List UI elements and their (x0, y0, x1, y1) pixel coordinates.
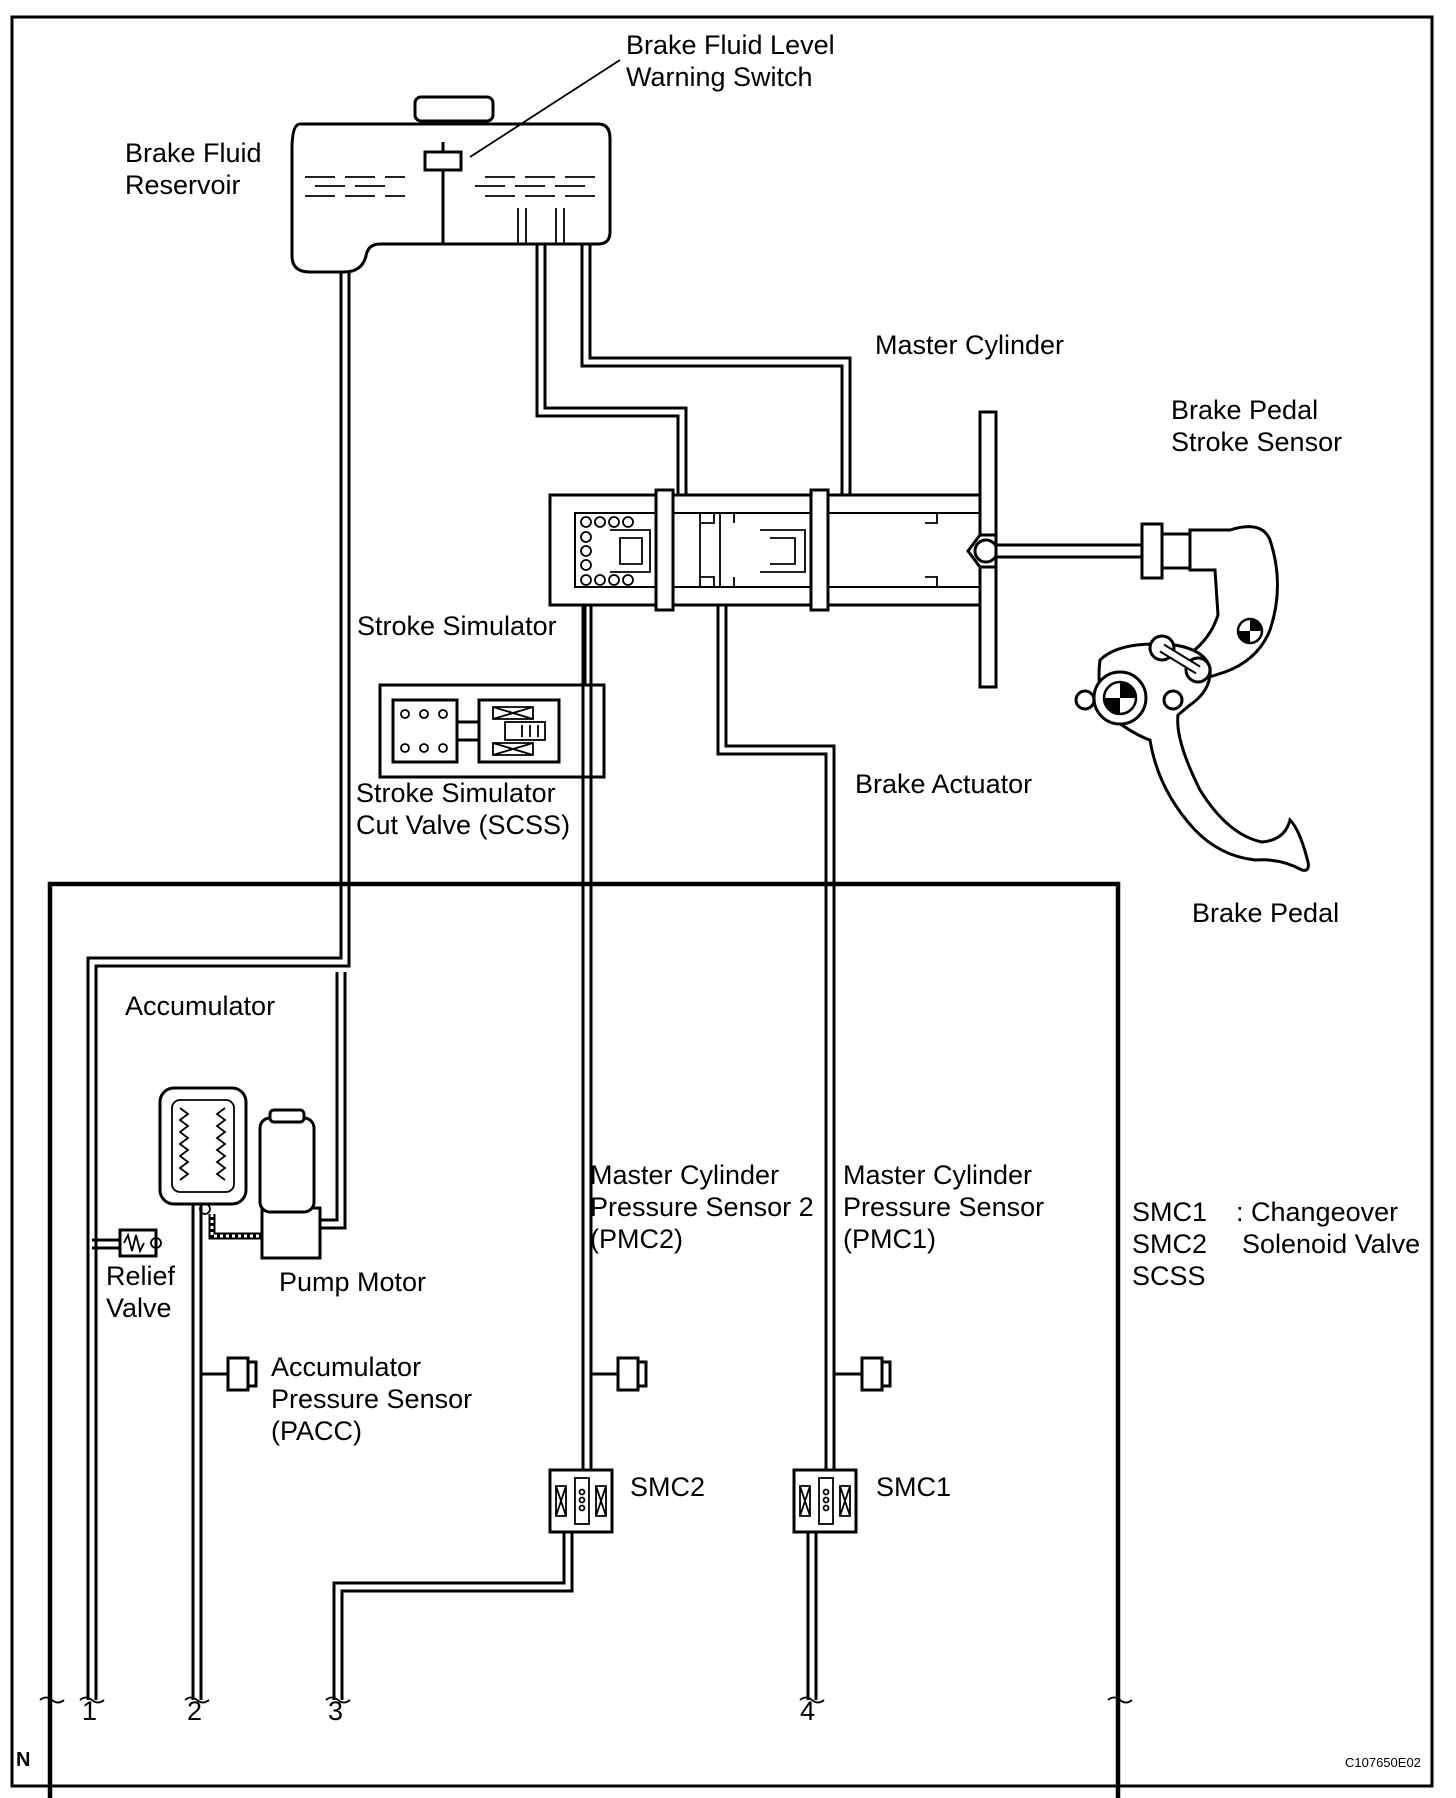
legend-codes: SMC1 SMC2 SCSS (1132, 1197, 1215, 1291)
label-relief-valve: Relief Valve (106, 1261, 183, 1323)
label-brake-actuator: Brake Actuator (855, 769, 1032, 799)
accumulator (158, 1086, 248, 1215)
legend-description: : Changeover Solenoid Valve (1236, 1197, 1420, 1259)
accumulator-pressure-sensor (226, 1356, 258, 1392)
label-master-cylinder: Master Cylinder (875, 330, 1064, 360)
figure-code: C107650E02 (1345, 1755, 1421, 1770)
port-3: 3 (328, 1696, 343, 1726)
label-stroke-sensor: Brake Pedal Stroke Sensor (1171, 395, 1342, 457)
label-pmc2: Master Cylinder Pressure Sensor 2 (PMC2) (590, 1160, 821, 1254)
label-warning-switch: Brake Fluid Level Warning Switch (626, 30, 842, 92)
brake-pedal (1074, 634, 1310, 872)
label-brake-pedal: Brake Pedal (1192, 898, 1339, 928)
smc1-valve (792, 1468, 858, 1534)
label-stroke-simulator: Stroke Simulator (357, 611, 557, 641)
warning-switch-leader (469, 59, 621, 158)
relief-valve (118, 1228, 162, 1258)
label-smc2: SMC2 (630, 1472, 705, 1502)
corner-mark: N (16, 1749, 30, 1771)
port-1: 1 (82, 1696, 97, 1726)
label-reservoir: Brake Fluid Reservoir (125, 138, 269, 200)
label-accumulator: Accumulator (125, 991, 275, 1021)
label-smc1: SMC1 (876, 1472, 951, 1502)
diagram-frame (10, 15, 1434, 1788)
pump-motor (208, 1108, 322, 1260)
smc2-valve (548, 1468, 614, 1534)
label-pmc1: Master Cylinder Pressure Sensor (PMC1) (843, 1160, 1052, 1254)
stroke-simulator-cut-valve (477, 698, 561, 764)
brake-fluid-reservoir (290, 95, 612, 274)
pmc1-sensor (860, 1356, 892, 1392)
brake-fluid-level-warning-switch (423, 142, 463, 244)
label-pacc: Accumulator Pressure Sensor (PACC) (271, 1352, 480, 1446)
master-cylinder (548, 410, 1144, 689)
label-cut-valve: Stroke Simulator Cut Valve (SCSS) (356, 778, 570, 840)
hydraulic-lines (39, 244, 1133, 1704)
brake-pedal-stroke-sensor (1140, 522, 1279, 682)
pmc2-sensor (616, 1356, 648, 1392)
port-4: 4 (800, 1696, 815, 1726)
port-2: 2 (187, 1696, 202, 1726)
label-pump-motor: Pump Motor (279, 1267, 426, 1297)
